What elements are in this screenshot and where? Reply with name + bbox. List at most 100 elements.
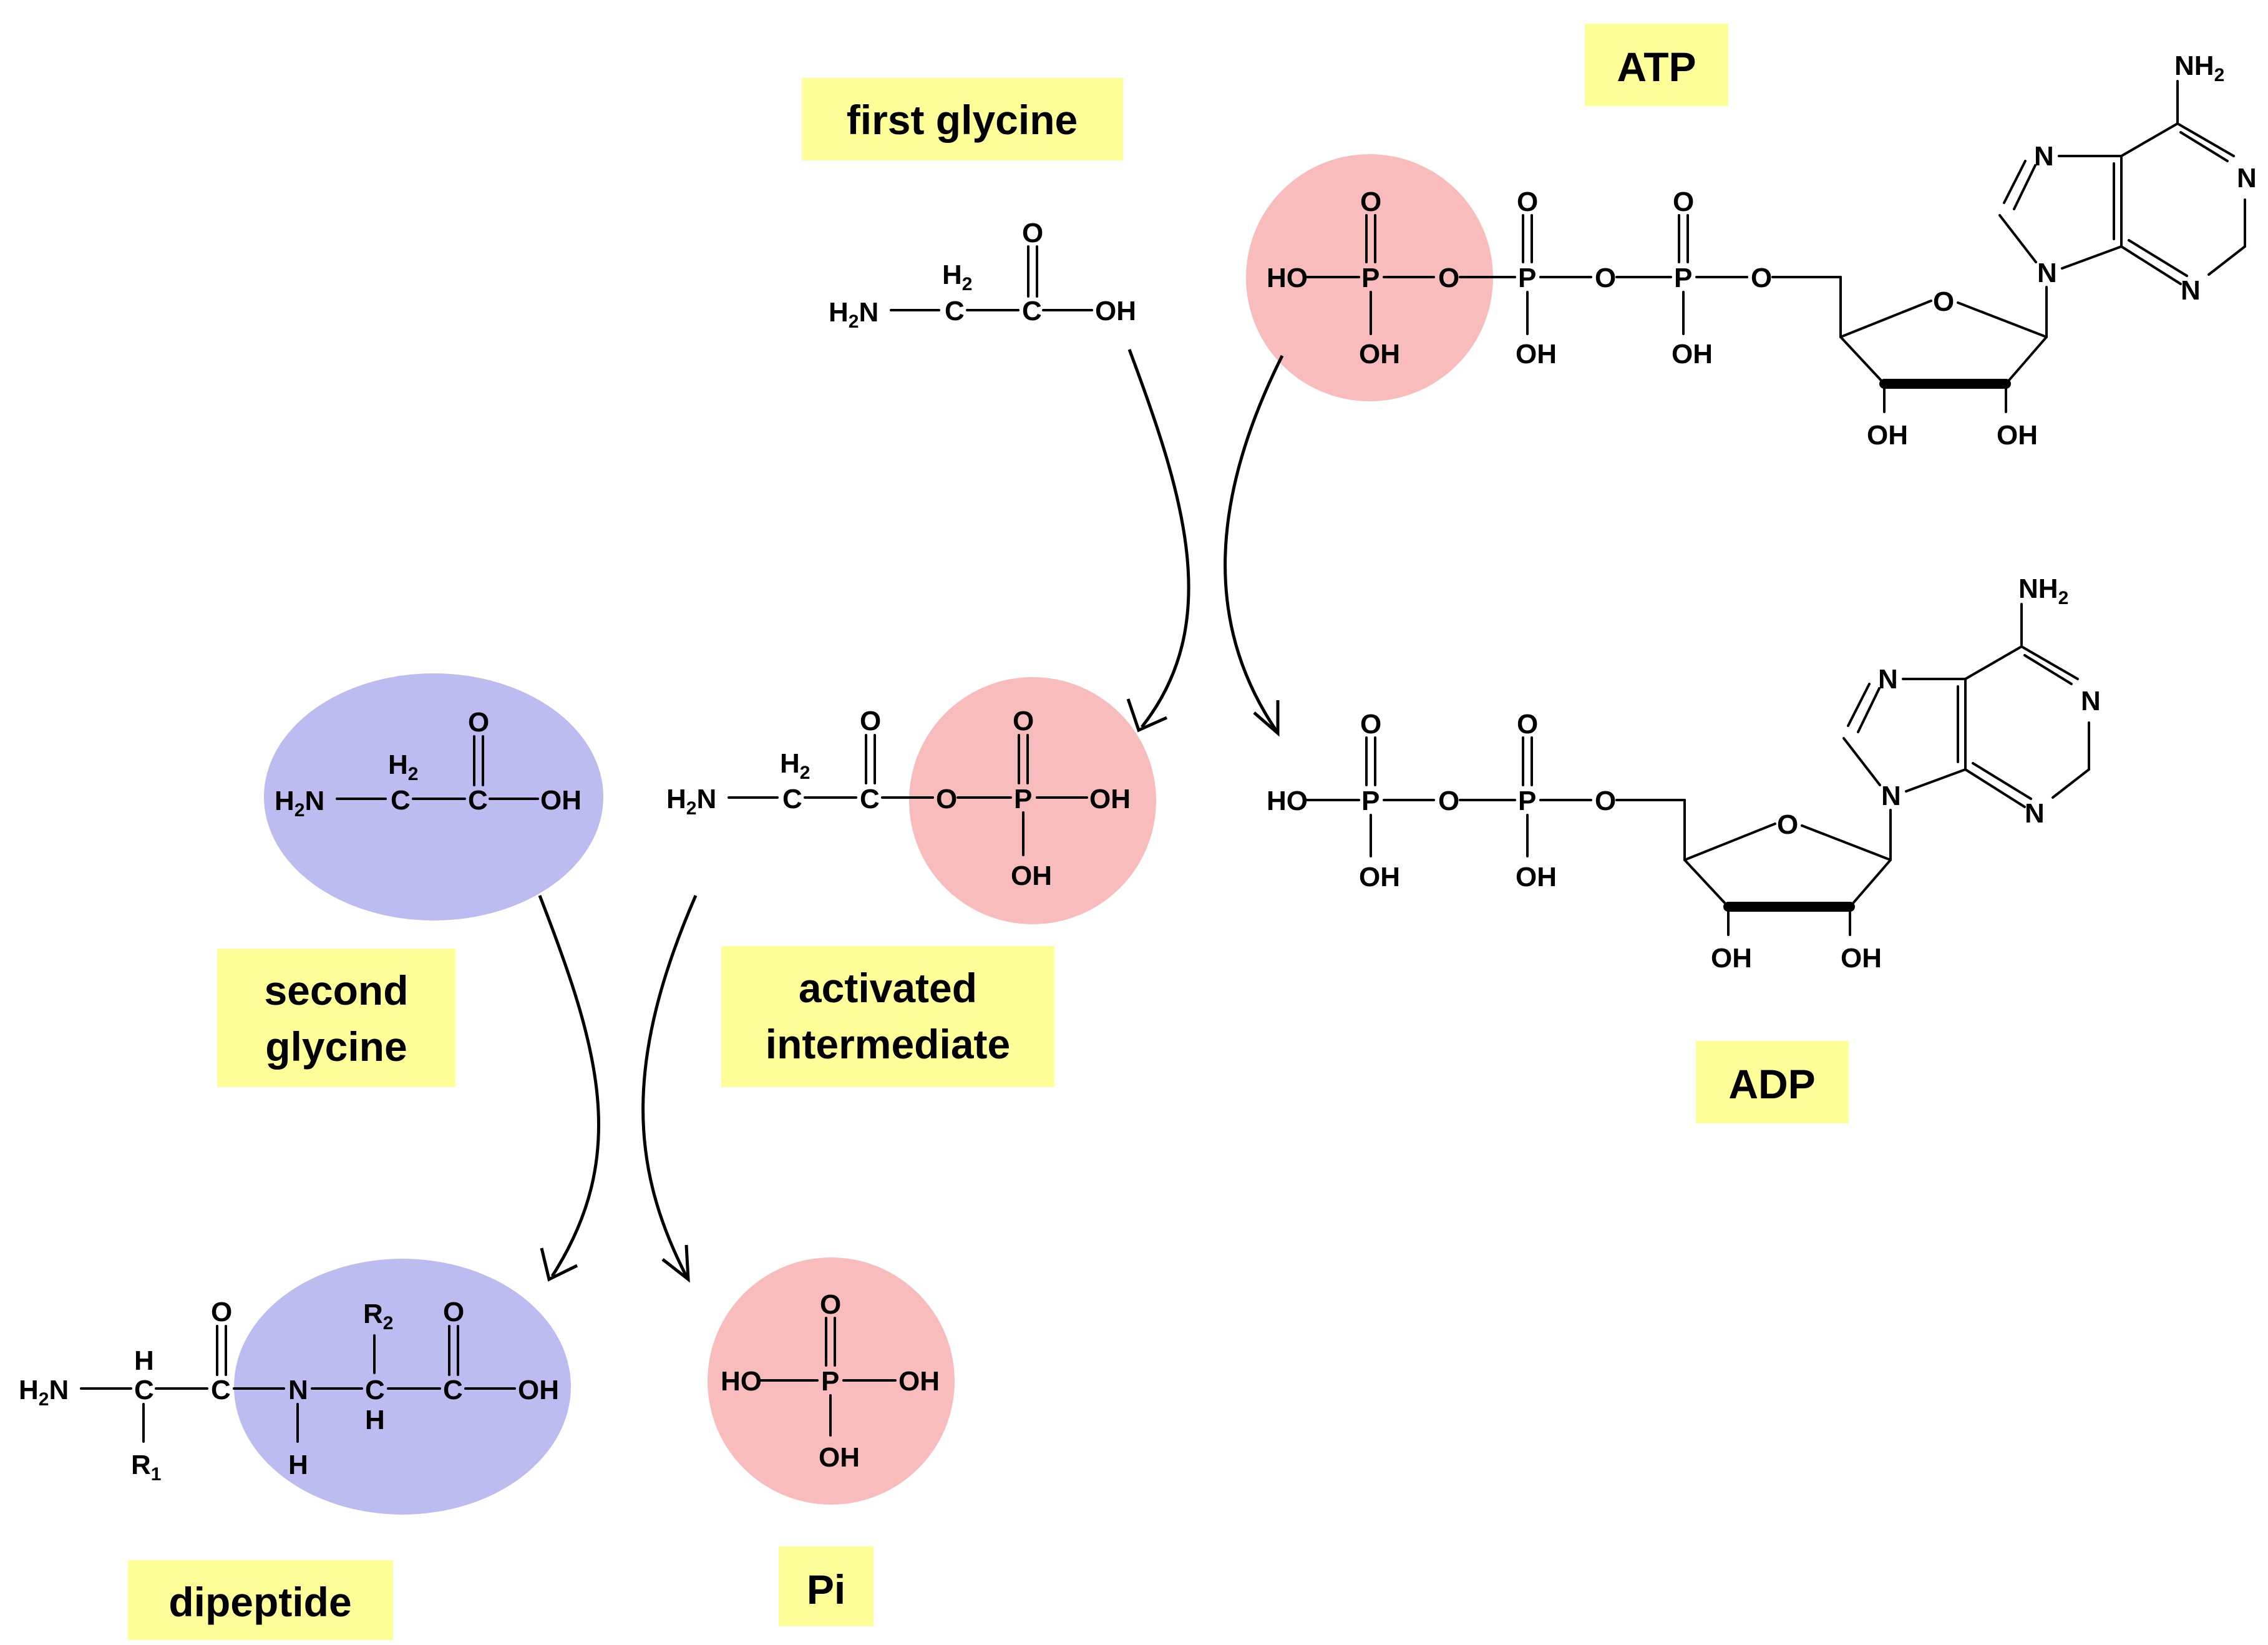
svg-text:O: O <box>860 706 881 736</box>
svg-text:C: C <box>365 1375 385 1405</box>
pi-highlight <box>708 1257 955 1505</box>
svg-text:P: P <box>1518 263 1536 293</box>
arrow-second-glycine-to-dipeptide <box>538 895 601 1282</box>
svg-text:N: N <box>1878 664 1898 695</box>
svg-text:N: N <box>2025 798 2045 829</box>
svg-text:H2: H2 <box>388 749 418 784</box>
second-glycine-structure: H2N H2 C C O OH <box>275 707 582 821</box>
svg-text:activated: activated <box>799 965 977 1011</box>
svg-text:O: O <box>1595 263 1616 293</box>
svg-text:OH: OH <box>1011 861 1052 891</box>
svg-text:second: second <box>264 967 408 1013</box>
atp-gamma-phosphate-highlight <box>1246 154 1493 401</box>
svg-text:ATP: ATP <box>1617 44 1696 90</box>
svg-text:C: C <box>782 784 802 814</box>
svg-text:H: H <box>288 1450 308 1480</box>
second-glycine-highlight <box>264 673 603 920</box>
svg-text:OH: OH <box>1359 339 1400 369</box>
pi-structure: HO P O OH OH <box>721 1289 940 1473</box>
svg-text:H2: H2 <box>780 748 810 783</box>
svg-text:H: H <box>134 1345 154 1376</box>
svg-text:O: O <box>1933 286 1954 317</box>
svg-text:O: O <box>211 1297 232 1327</box>
svg-text:N: N <box>2034 141 2054 172</box>
svg-text:P: P <box>1518 786 1536 816</box>
svg-text:OH: OH <box>518 1375 559 1405</box>
svg-text:O: O <box>1517 709 1538 740</box>
label-pi: Pi <box>779 1546 874 1626</box>
svg-text:C: C <box>945 296 965 326</box>
svg-text:N: N <box>1881 781 1901 811</box>
svg-text:NH2: NH2 <box>2018 574 2068 608</box>
svg-text:dipeptide: dipeptide <box>168 1579 351 1625</box>
svg-text:H2: H2 <box>942 260 972 295</box>
svg-text:first glycine: first glycine <box>847 97 1078 143</box>
svg-text:OH: OH <box>898 1366 940 1397</box>
svg-text:H: H <box>365 1405 385 1435</box>
arrow-intermediate-to-pi <box>641 895 698 1283</box>
svg-text:O: O <box>1360 187 1381 217</box>
atp-structure: HO P O OH O P O OH O P O OH O O <box>1267 51 2257 451</box>
svg-text:HO: HO <box>1267 263 1308 293</box>
svg-text:O: O <box>1438 786 1459 816</box>
first-glycine-structure: H2N H2 C C O OH <box>829 218 1136 332</box>
svg-text:O: O <box>820 1289 841 1320</box>
dipeptide-glycine-highlight <box>234 1259 571 1515</box>
svg-text:C: C <box>468 785 488 816</box>
arrow-first-glycine-to-intermediate <box>1126 349 1190 733</box>
svg-text:C: C <box>443 1375 463 1405</box>
svg-text:C: C <box>1022 296 1042 326</box>
svg-text:Pi: Pi <box>807 1566 845 1613</box>
svg-text:intermediate: intermediate <box>766 1021 1010 1067</box>
arrow-atp-to-adp <box>1224 354 1284 737</box>
label-second-glycine: second glycine <box>217 949 455 1087</box>
svg-text:HO: HO <box>721 1366 762 1397</box>
svg-text:HO: HO <box>1267 786 1308 816</box>
svg-text:P: P <box>1014 784 1032 814</box>
svg-text:NH2: NH2 <box>2174 51 2224 85</box>
svg-text:O: O <box>1777 809 1798 840</box>
svg-text:OH: OH <box>1672 339 1713 369</box>
svg-text:C: C <box>860 784 880 814</box>
label-activated-intermediate: activated intermediate <box>721 946 1054 1087</box>
svg-text:H2N: H2N <box>275 786 324 821</box>
svg-text:N: N <box>2237 163 2257 193</box>
svg-text:ADP: ADP <box>1728 1061 1815 1107</box>
svg-text:P: P <box>1361 786 1380 816</box>
svg-text:N: N <box>2181 275 2201 306</box>
svg-text:H2N: H2N <box>829 297 878 332</box>
svg-text:OH: OH <box>1841 943 1882 974</box>
svg-text:O: O <box>1673 187 1694 217</box>
activated-phosphate-highlight <box>909 677 1156 924</box>
svg-text:R2: R2 <box>363 1299 393 1334</box>
svg-text:O: O <box>1751 263 1772 293</box>
svg-text:OH: OH <box>1095 296 1136 326</box>
svg-text:O: O <box>1517 187 1538 217</box>
adp-structure: HO P O OH O P O OH O O OH OH N <box>1267 574 2101 974</box>
label-first-glycine: first glycine <box>802 78 1123 160</box>
svg-text:C: C <box>391 785 411 816</box>
svg-text:OH: OH <box>1516 339 1557 369</box>
svg-text:O: O <box>443 1297 464 1327</box>
svg-text:P: P <box>1674 263 1692 293</box>
svg-text:N: N <box>2081 686 2101 716</box>
svg-text:P: P <box>821 1366 839 1397</box>
label-adp: ADP <box>1696 1041 1849 1123</box>
svg-text:OH: OH <box>1997 420 2038 451</box>
svg-text:O: O <box>936 784 957 814</box>
svg-text:N: N <box>2037 258 2057 288</box>
svg-text:O: O <box>1438 263 1459 293</box>
svg-text:glycine: glycine <box>265 1023 407 1070</box>
label-atp: ATP <box>1585 24 1728 106</box>
svg-text:OH: OH <box>1516 862 1557 892</box>
svg-text:O: O <box>1360 709 1381 740</box>
svg-text:OH: OH <box>1867 420 1908 451</box>
svg-text:C: C <box>211 1375 231 1405</box>
svg-text:R1: R1 <box>131 1450 161 1485</box>
svg-text:N: N <box>288 1375 308 1405</box>
svg-text:O: O <box>468 707 489 738</box>
svg-text:O: O <box>1595 786 1616 816</box>
svg-text:OH: OH <box>540 785 582 816</box>
svg-text:C: C <box>134 1375 154 1405</box>
